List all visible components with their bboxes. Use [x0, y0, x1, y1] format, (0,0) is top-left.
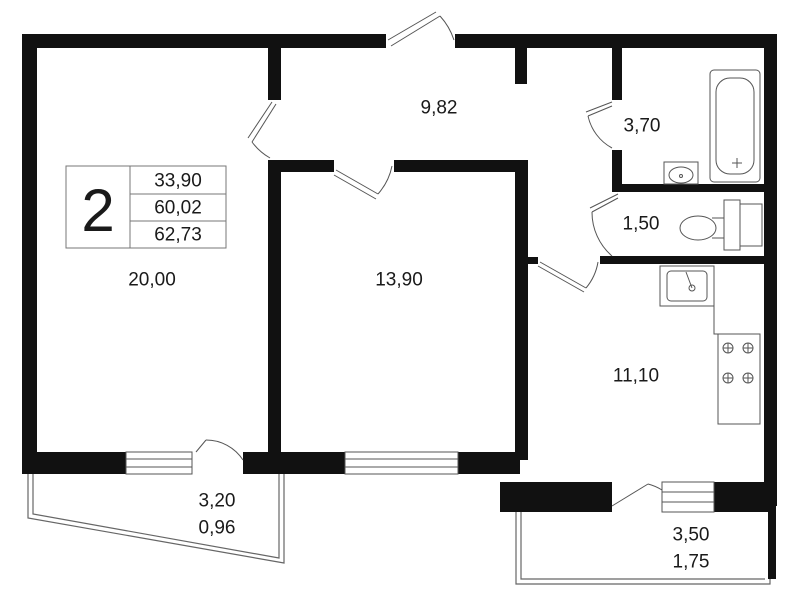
door-living	[247, 101, 277, 159]
wall-bottom-left	[22, 452, 126, 474]
left-balcony-outline	[27, 472, 285, 564]
bathroom-area: 3,70	[623, 115, 661, 137]
wall-bedroom-top-left	[268, 160, 334, 172]
area-summary-frame	[65, 165, 227, 249]
balcony-outlines	[27, 472, 771, 585]
sink-icon	[659, 265, 715, 307]
counter-icon	[713, 266, 761, 425]
bedroom-area: 13,90	[375, 269, 423, 291]
washbasin-icon	[663, 161, 699, 185]
door-toilet	[589, 193, 619, 257]
kitchen-area: 11,10	[612, 365, 660, 387]
wall-bath-left-low	[612, 150, 622, 190]
wall-bedroom-top-right	[394, 160, 528, 172]
wall-right-stub	[768, 505, 776, 579]
doors	[195, 11, 663, 507]
wall-toilet-bottom	[600, 256, 772, 264]
door-kitchen	[537, 261, 599, 293]
door-balcony-left	[195, 439, 244, 461]
toilet-area: 1,50	[622, 213, 660, 235]
stove-icon	[722, 342, 754, 384]
door-balcony-right	[611, 483, 663, 507]
wall-bottom-mid2	[458, 452, 520, 474]
wall-right-outer	[764, 34, 777, 506]
rooms-count: 2	[81, 177, 115, 244]
left-balcony-outline-inner	[32, 472, 280, 559]
door-bedroom	[333, 165, 393, 200]
wall-top-left	[22, 34, 386, 48]
toilet-icon	[679, 199, 763, 251]
living-room-area: 20,00	[128, 269, 176, 291]
balcony-right-area: 3,50	[672, 524, 710, 546]
wall-top-right	[455, 34, 776, 48]
window-living	[125, 451, 193, 475]
wall-hall-stub	[515, 48, 527, 84]
wall-bedroom-right	[515, 160, 528, 460]
hallway-area: 9,82	[420, 97, 458, 119]
windows	[125, 451, 715, 513]
window-kitchen	[661, 481, 715, 513]
window-bedroom	[344, 451, 459, 475]
fixtures	[659, 69, 763, 425]
wall-bottom-mid1	[243, 452, 345, 474]
living-area: 33,90	[154, 170, 202, 192]
balcony-right-reduced: 1,75	[672, 551, 710, 573]
wall-left-outer	[22, 34, 37, 474]
total-area: 60,02	[154, 197, 202, 219]
wall-bath-left	[612, 48, 622, 100]
wall-kitchen-stub	[528, 257, 538, 264]
right-balcony-outline	[515, 505, 771, 585]
balcony-left-area: 3,20	[198, 490, 236, 512]
walls	[22, 34, 777, 579]
door-bathroom	[585, 101, 613, 149]
balcony-left-reduced: 0,96	[198, 517, 236, 539]
right-balcony-outline-inner	[520, 505, 765, 580]
wall-partition-living	[268, 48, 281, 100]
door-entrance	[387, 11, 455, 47]
wall-bottom-step	[500, 482, 612, 512]
wall-bath-bottom	[612, 184, 772, 192]
bathtub-icon	[709, 69, 761, 183]
wall-partition-living-low	[268, 160, 281, 452]
total-area-with-balcony: 62,73	[154, 224, 202, 246]
wall-bottom-right	[714, 482, 776, 512]
